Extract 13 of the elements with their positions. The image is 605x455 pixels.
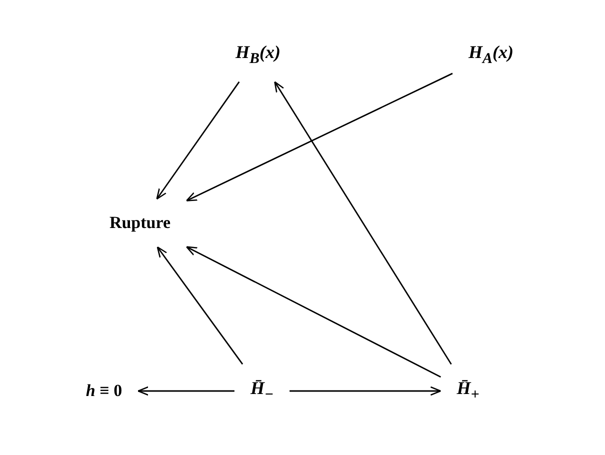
math-label: H$_{A}$(x) <box>468 42 514 68</box>
arrow <box>156 81 240 200</box>
math-label: Rupture <box>109 213 171 233</box>
math-label: H$_{B}$(x) <box>235 42 281 68</box>
arrow <box>137 386 234 396</box>
math-label: H̄$_{+}$ <box>456 378 480 404</box>
arrow <box>274 81 452 365</box>
math-label: H̄$_{−}$ <box>250 378 274 404</box>
arrow <box>290 386 442 396</box>
arrow <box>186 246 442 378</box>
arrow <box>156 246 244 365</box>
math-label: h ≡ 0 <box>86 381 122 401</box>
arrow <box>186 72 453 202</box>
